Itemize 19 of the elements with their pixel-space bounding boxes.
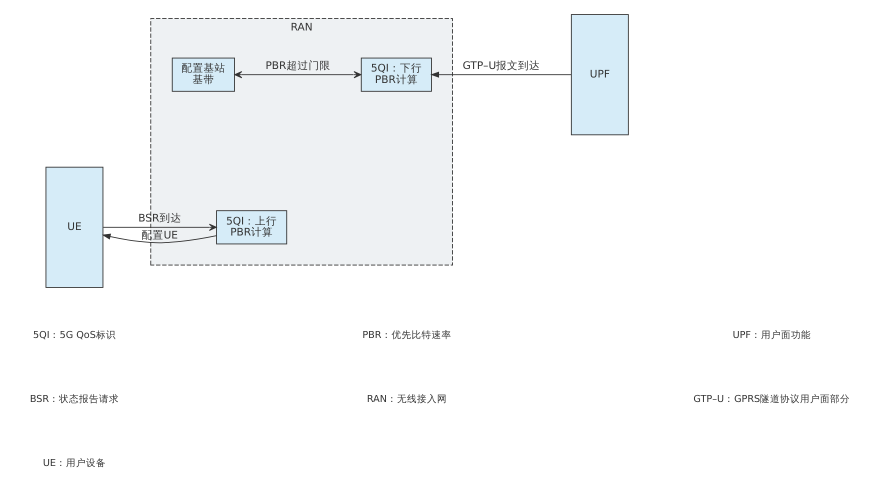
- label: BSR：状态报告请求: [30, 394, 120, 406]
- label: UPF：用户面功能: [732, 330, 811, 342]
- node-box: UE: [46, 166, 104, 288]
- arrow: [430, 72, 572, 78]
- label: UE：用户设备: [42, 458, 106, 470]
- edge-label: PBR超过门限: [265, 60, 330, 72]
- arrow: [102, 234, 217, 244]
- label: RAN：无线接入网: [366, 394, 447, 406]
- label: GTP–U：GPRS隧道协议用户面部分: [693, 394, 850, 406]
- edge-label: GTP–U报文到达: [462, 60, 540, 72]
- label: PBR：优先比特速率: [362, 330, 452, 342]
- node-box: 5QI：下行PBR计算: [360, 58, 432, 92]
- node-box: 配置基站基带: [172, 58, 235, 92]
- node-box: 5QI：上行PBR计算: [216, 210, 288, 244]
- edge-label: BSR到达: [138, 212, 182, 225]
- arrow: [234, 71, 362, 78]
- node-box: UPF: [570, 14, 629, 136]
- arrow: [102, 224, 217, 231]
- label: 5QI：5G QoS标识: [33, 330, 116, 342]
